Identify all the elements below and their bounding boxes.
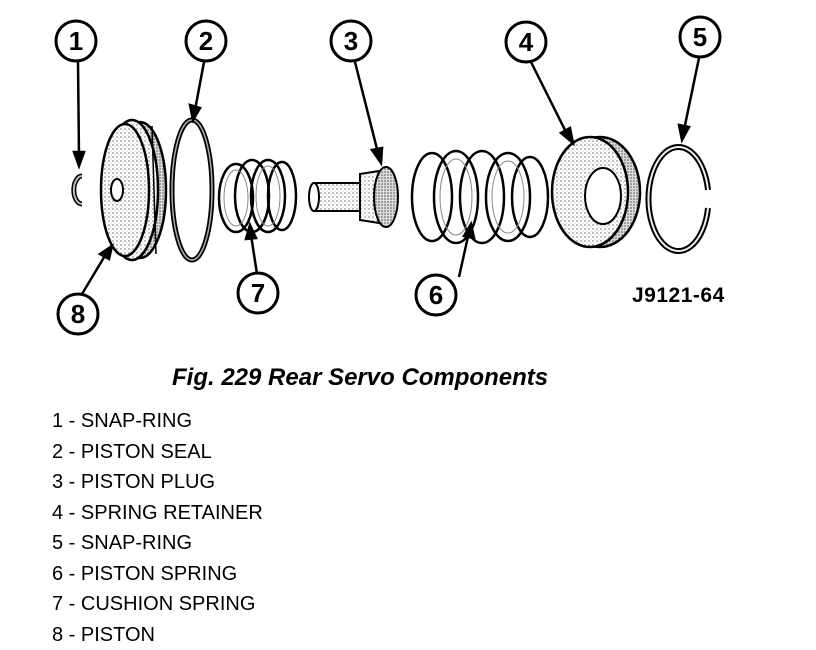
callout-6: 6 xyxy=(416,275,456,315)
callout-1: 1 xyxy=(56,21,96,61)
callout-8: 8 xyxy=(58,294,98,334)
piston-plug-part xyxy=(309,167,398,227)
legend-item: 8 - PISTON xyxy=(52,620,263,650)
legend-item-number: 8 xyxy=(52,624,63,646)
legend-item-separator: - xyxy=(63,532,81,554)
callout-7-number: 7 xyxy=(251,278,265,308)
callout-2-number: 2 xyxy=(199,26,213,56)
drawing-code: J9121-64 xyxy=(632,284,725,308)
legend-item-separator: - xyxy=(63,593,81,615)
callout-3-number: 3 xyxy=(344,26,358,56)
cushion-spring-part xyxy=(219,160,296,232)
legend-item-label: SNAP-RING xyxy=(81,410,192,432)
parts-legend: 1 - SNAP-RING 2 - PISTON SEAL 3 - PISTON… xyxy=(52,406,263,650)
legend-item: 1 - SNAP-RING xyxy=(52,406,263,437)
legend-item: 4 - SPRING RETAINER xyxy=(52,498,263,529)
callout-6-number: 6 xyxy=(429,280,443,310)
legend-item: 5 - SNAP-RING xyxy=(52,528,263,559)
legend-item-number: 2 xyxy=(52,441,63,463)
legend-item-label: PISTON PLUG xyxy=(81,471,215,493)
legend-item-separator: - xyxy=(63,502,81,524)
spring-retainer-part xyxy=(552,137,640,247)
legend-item: 2 - PISTON SEAL xyxy=(52,437,263,468)
callout-5-number: 5 xyxy=(693,22,707,52)
legend-item: 7 - CUSHION SPRING xyxy=(52,589,263,620)
legend-item-label: PISTON SEAL xyxy=(81,441,212,463)
legend-item-number: 1 xyxy=(52,410,63,432)
legend-item-label: SPRING RETAINER xyxy=(81,502,263,524)
piston-part xyxy=(101,120,166,260)
callout-5: 5 xyxy=(680,17,720,57)
callout-4: 4 xyxy=(506,22,546,62)
legend-item: 6 - PISTON SPRING xyxy=(52,559,263,590)
legend-item-number: 7 xyxy=(52,593,63,615)
legend-item-separator: - xyxy=(63,471,81,493)
legend-item-separator: - xyxy=(63,441,81,463)
callout-3: 3 xyxy=(331,21,371,61)
legend-item-separator: - xyxy=(63,563,81,585)
legend-item-number: 4 xyxy=(52,502,63,524)
piston-seal-part xyxy=(172,120,212,260)
legend-item-number: 3 xyxy=(52,471,63,493)
legend-item-separator: - xyxy=(63,410,81,432)
snap-ring-large-part xyxy=(648,147,708,251)
legend-item-label: CUSHION SPRING xyxy=(81,593,255,615)
piston-spring-part xyxy=(412,151,548,243)
legend-item-separator: - xyxy=(63,624,81,646)
callout-4-number: 4 xyxy=(519,27,534,57)
legend-item-number: 6 xyxy=(52,563,63,585)
snap-ring-small-part xyxy=(74,176,82,204)
legend-item-number: 5 xyxy=(52,532,63,554)
callout-7: 7 xyxy=(238,273,278,313)
callout-1-number: 1 xyxy=(69,26,83,56)
legend-item-label: PISTON SPRING xyxy=(81,563,237,585)
legend-item: 3 - PISTON PLUG xyxy=(52,467,263,498)
legend-item-label: SNAP-RING xyxy=(81,532,192,554)
callout-2: 2 xyxy=(186,21,226,61)
callout-8-number: 8 xyxy=(71,299,85,329)
legend-item-label: PISTON xyxy=(81,624,155,646)
figure-caption: Fig. 229 Rear Servo Components xyxy=(172,364,548,392)
